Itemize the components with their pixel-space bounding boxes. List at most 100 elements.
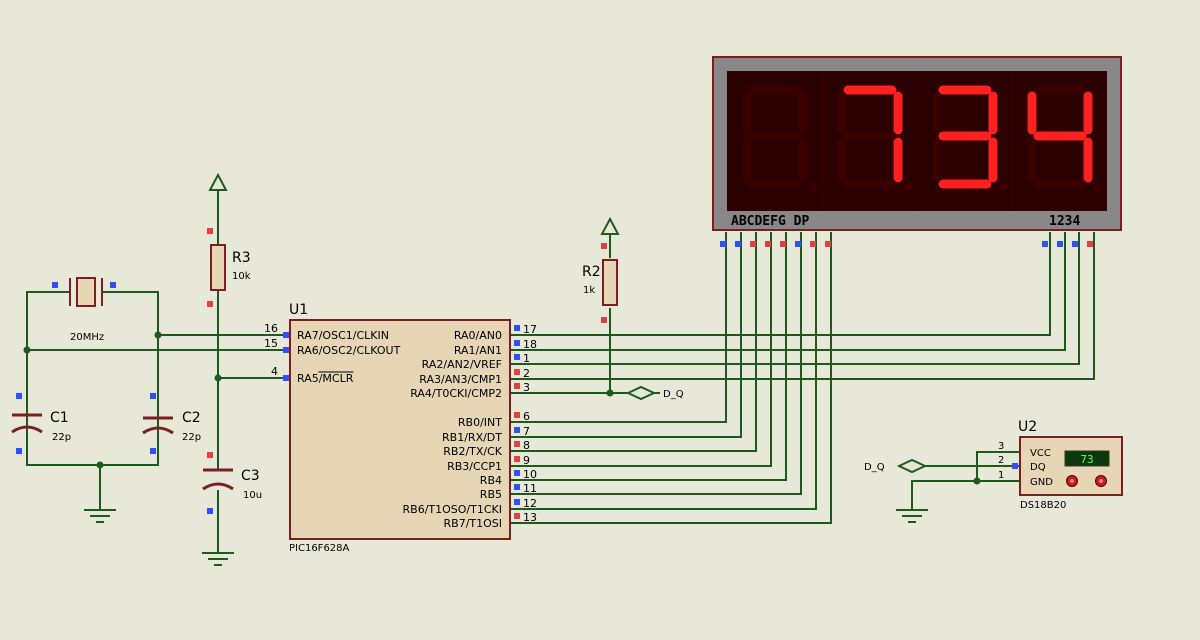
crystal-20mhz[interactable]: 20MHz: [52, 277, 128, 343]
u1-pin: 17 RA0/AN0: [454, 323, 537, 342]
u1-part: PIC16F628A: [289, 543, 350, 554]
power-arrow-r3: [208, 172, 228, 191]
ground-ds18b20: [896, 509, 928, 523]
display-segment-pin: [735, 241, 741, 247]
c2-ref: C2: [182, 410, 201, 426]
u1-pin-number: 7: [523, 425, 530, 438]
r3-value: 10k: [232, 271, 251, 282]
u2-pin-gnd-name: GND: [1030, 477, 1053, 488]
display-digit: [917, 71, 1012, 211]
display-digit-pin: [1087, 241, 1093, 247]
display-digit: [727, 71, 822, 211]
u1-pin-name: RB4: [480, 474, 502, 487]
u1-right-pins: 17RA0/AN018RA1/AN11RA2/AN2/VREF2RA3/AN3/…: [403, 323, 537, 530]
u1-pin: 10 RB4: [480, 468, 537, 487]
u1-pin: 2 RA3/AN3/CMP1: [419, 367, 530, 386]
u1-pin-name: RB2/TX/CK: [443, 445, 503, 458]
display-segment-pin: [780, 241, 786, 247]
c2-value: 22p: [182, 432, 201, 443]
u1-pin-number: 12: [523, 497, 537, 510]
net-label-dq-right[interactable]: D_Q: [864, 458, 928, 474]
power-arrow-r2: [600, 216, 620, 235]
u1-pin-name: RB3/CCP1: [447, 460, 502, 473]
u1-pin-number: 3: [523, 381, 530, 394]
c3-value: 10u: [243, 490, 262, 501]
u2-down-button[interactable]: [1066, 475, 1078, 487]
u2-pin-1-num: 1: [998, 470, 1004, 481]
r2-value: 1k: [583, 285, 595, 296]
capacitor-c1[interactable]: C1 22p: [11, 393, 71, 454]
display-segment-pin: [750, 241, 756, 247]
display-digit-pin: [1042, 241, 1048, 247]
display-digit: [1012, 71, 1107, 211]
capacitor-c2[interactable]: C2 22p: [142, 393, 201, 454]
u1-pin-number: 6: [523, 410, 530, 423]
segment-dp: [903, 182, 913, 192]
net-dq-right-text: D_Q: [864, 462, 885, 473]
u1-pin-number: 10: [523, 468, 537, 481]
net-label-dq-left[interactable]: D_Q: [625, 385, 684, 401]
display-segment-pin: [795, 241, 801, 247]
r3-ref: R3: [232, 250, 251, 266]
u1-pin-number: 2: [523, 367, 530, 380]
u1-pin-number: 18: [523, 338, 537, 351]
u1-pin-name: RA3/AN3/CMP1: [419, 373, 502, 386]
capacitor-c3[interactable]: C3 10u: [202, 452, 262, 514]
net-dq-left-text: D_Q: [663, 389, 684, 400]
u1-pin-name: RB5: [480, 488, 502, 501]
u2-pin-3-num: 3: [998, 441, 1004, 452]
display-segment-pin: [810, 241, 816, 247]
resistor-r3[interactable]: R3 10k: [207, 228, 251, 307]
u1-pin-number: 1: [523, 352, 530, 365]
u1-pin-number: 8: [523, 439, 530, 452]
u1-pin-number: 4: [271, 365, 278, 378]
display-digit: [822, 71, 917, 211]
display-digits: [727, 71, 1107, 211]
display-segment-label: ABCDEFG DP: [731, 214, 809, 229]
u1-pin-name: RA6/OSC2/CLKOUT: [297, 344, 401, 357]
u1-pin-number: 13: [523, 511, 537, 524]
seven-segment-display[interactable]: ABCDEFG DP 1234: [712, 56, 1122, 247]
c1-value: 22p: [52, 432, 71, 443]
ground-c3: [202, 552, 234, 566]
resistor-r2[interactable]: R2 1k: [582, 243, 618, 323]
u1-pin-number: 9: [523, 454, 530, 467]
sensor-u2[interactable]: U2 VCC DQ GND 3 2 1 73 DS18B20: [998, 419, 1123, 511]
u2-readout: 73: [1080, 453, 1093, 466]
r2-ref: R2: [582, 264, 601, 280]
u2-part: DS18B20: [1020, 500, 1066, 511]
u1-pin: 12 RB6/T1OSO/T1CKI: [403, 497, 537, 516]
junctions: [23, 331, 981, 485]
segment-dp: [1093, 182, 1103, 192]
c1-ref: C1: [50, 410, 69, 426]
ground-crystal: [84, 509, 116, 523]
u1-pin: 8 RB2/TX/CK: [443, 439, 530, 458]
ic-u1[interactable]: U1 PIC16F628A 16RA7/OSC1/CLKIN15RA6/OSC2…: [264, 302, 537, 554]
u1-pin: 18 RA1/AN1: [454, 338, 537, 357]
display-segment-pin: [720, 241, 726, 247]
display-segment-pin: [825, 241, 831, 247]
u1-pin-name: RB6/T1OSO/T1CKI: [403, 503, 502, 516]
u2-pin-vcc-name: VCC: [1030, 448, 1051, 459]
u2-ref: U2: [1018, 419, 1037, 435]
segment-dp: [998, 182, 1008, 192]
u1-pin-name: RA0/AN0: [454, 329, 502, 342]
u1-pin-number: 17: [523, 323, 537, 336]
u1-pin: 9 RB3/CCP1: [447, 454, 530, 473]
u1-pin-name: RA5/MCLR: [297, 372, 354, 385]
display-digit-pin: [1072, 241, 1078, 247]
u1-pin-name: RA1/AN1: [454, 344, 502, 357]
u2-pin-dq-name: DQ: [1030, 462, 1046, 473]
u2-pin-2-num: 2: [998, 455, 1004, 466]
wires: [26, 190, 1095, 553]
u2-up-button[interactable]: [1095, 475, 1107, 487]
u1-ref: U1: [289, 302, 308, 318]
display-segment-pin: [765, 241, 771, 247]
